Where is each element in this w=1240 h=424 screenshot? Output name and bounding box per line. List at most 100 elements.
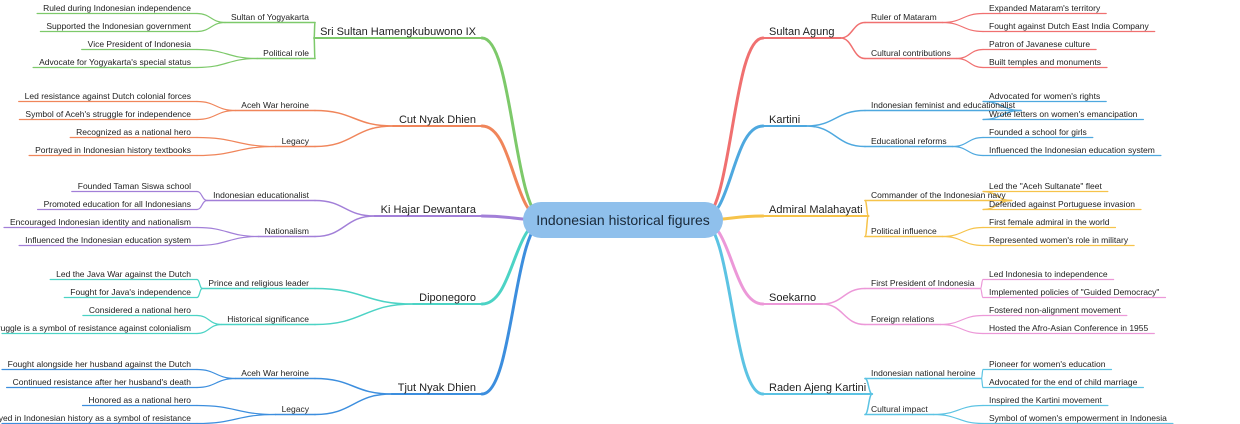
link-leaf-kartini-1-1	[952, 145, 984, 157]
subbranch-kartini-educational-reforms[interactable]: Educational reforms	[871, 136, 947, 146]
branch-kartini[interactable]: Kartini	[769, 114, 800, 126]
branch-ki-hajar-dewantara[interactable]: Ki Hajar Dewantara	[381, 204, 477, 216]
link-sultan-agung-ruler-of-mataram	[839, 21, 866, 39]
leaf-sultan-agung-0-0[interactable]: Expanded Mataram's territory	[989, 3, 1101, 13]
subbranch-raden-ajeng-kartini-indonesian-national-heroine[interactable]: Indonesian national heroine	[871, 368, 976, 378]
leaf-admiral-malahayati-1-1[interactable]: Represented women's role in military	[989, 235, 1129, 245]
leaf-sri-sultan-hamengkubuwono-ix-1-0[interactable]: Vice President of Indonesia	[88, 39, 192, 49]
leaf-cut-nyak-dhien-0-0[interactable]: Led resistance against Dutch colonial fo…	[25, 91, 191, 101]
leaf-raden-ajeng-kartini-0-1[interactable]: Advocated for the end of child marriage	[989, 377, 1138, 387]
leaf-soekarno-0-0[interactable]: Led Indonesia to independence	[989, 269, 1108, 279]
subbranch-ki-hajar-dewantara-nationalism[interactable]: Nationalism	[265, 226, 309, 236]
subbranch-admiral-malahayati-commander-of-the-indonesian-navy[interactable]: Commander of the Indonesian navy	[871, 190, 1006, 200]
leaf-soekarno-1-0[interactable]: Fostered non-alignment movement	[989, 305, 1121, 315]
link-tjut-nyak-dhien-legacy	[314, 393, 393, 416]
leaf-diponegoro-0-0[interactable]: Led the Java War against the Dutch	[56, 269, 191, 279]
leaf-sri-sultan-hamengkubuwono-ix-1-1[interactable]: Advocate for Yogyakarta's special status	[39, 57, 191, 67]
leaf-sultan-agung-1-1[interactable]: Built temples and monuments	[989, 57, 1101, 67]
link-tjut-nyak-dhien-aceh-war-heroine	[314, 377, 393, 395]
leaf-admiral-malahayati-0-1[interactable]: Defended against Portuguese invasion	[989, 199, 1135, 209]
leaf-raden-ajeng-kartini-0-0[interactable]: Pioneer for women's education	[989, 359, 1106, 369]
leaf-soekarno-0-1[interactable]: Implemented policies of "Guided Democrac…	[989, 287, 1159, 297]
branch-soekarno[interactable]: Soekarno	[769, 292, 816, 304]
link-leaf-cut-nyak-dhien-1-0	[196, 136, 277, 148]
subbranch-admiral-malahayati-political-influence[interactable]: Political influence	[871, 226, 937, 236]
leaf-sultan-agung-0-1[interactable]: Fought against Dutch East India Company	[989, 21, 1149, 31]
leaf-kartini-1-1[interactable]: Influenced the Indonesian education syst…	[989, 145, 1155, 155]
subbranch-sultan-agung-cultural-contributions[interactable]: Cultural contributions	[871, 48, 951, 58]
leaf-tjut-nyak-dhien-0-0[interactable]: Fought alongside her husband against the…	[8, 359, 192, 369]
subbranch-cut-nyak-dhien-legacy[interactable]: Legacy	[282, 136, 310, 146]
leaf-tjut-nyak-dhien-1-1[interactable]: Portrayed in Indonesian history as a sym…	[0, 413, 191, 423]
leaf-ki-hajar-dewantara-1-1[interactable]: Influenced the Indonesian education syst…	[25, 235, 191, 245]
leaf-cut-nyak-dhien-1-1[interactable]: Portrayed in Indonesian history textbook…	[35, 145, 191, 155]
leaf-sultan-agung-1-0[interactable]: Patron of Javanese culture	[989, 39, 1090, 49]
leaf-sri-sultan-hamengkubuwono-ix-0-1[interactable]: Supported the Indonesian government	[46, 21, 191, 31]
leaf-ki-hajar-dewantara-0-1[interactable]: Promoted education for all Indonesians	[44, 199, 191, 209]
link-leaf-diponegoro-1-0	[196, 314, 222, 326]
subbranch-soekarno-first-president-of-indonesia[interactable]: First President of Indonesia	[871, 278, 975, 288]
leaf-soekarno-1-1[interactable]: Hosted the Afro-Asian Conference in 1955	[989, 323, 1149, 333]
root-node-box[interactable]	[523, 202, 723, 238]
branch-tjut-nyak-dhien[interactable]: Tjut Nyak Dhien	[398, 382, 476, 394]
leaf-diponegoro-0-1[interactable]: Fought for Java's independence	[70, 287, 191, 297]
leaf-admiral-malahayati-0-0[interactable]: Led the "Aceh Sultanate" fleet	[989, 181, 1102, 191]
root-node[interactable]: Indonesian historical figures	[523, 202, 723, 238]
subbranch-soekarno-foreign-relations[interactable]: Foreign relations	[871, 314, 934, 324]
link-leaf-sri-sultan-hamengkubuwono-ix-0-1	[196, 21, 226, 33]
branch-sri-sultan-hamengkubuwono-ix[interactable]: Sri Sultan Hamengkubuwono IX	[320, 26, 477, 38]
leaf-raden-ajeng-kartini-1-0[interactable]: Inspired the Kartini movement	[989, 395, 1103, 405]
leaf-sri-sultan-hamengkubuwono-ix-0-0[interactable]: Ruled during Indonesian independence	[43, 3, 191, 13]
link-admiral-malahayati-political-influence	[864, 215, 870, 238]
subbranch-tjut-nyak-dhien-legacy[interactable]: Legacy	[282, 404, 310, 414]
link-diponegoro-prince-and-religious-leader	[314, 287, 414, 305]
link-leaf-admiral-malahayati-1-1	[942, 235, 984, 247]
root-node-label: Indonesian historical figures	[536, 212, 710, 228]
link-leaf-sultan-agung-1-0	[956, 48, 984, 60]
subbranch-sri-sultan-hamengkubuwono-ix-political-role[interactable]: Political role	[263, 48, 309, 58]
link-soekarno-first-president-of-indonesia	[821, 287, 866, 305]
link-leaf-ki-hajar-dewantara-0-0	[196, 190, 208, 202]
leaf-cut-nyak-dhien-1-0[interactable]: Recognized as a national hero	[76, 127, 191, 137]
leaf-ki-hajar-dewantara-0-0[interactable]: Founded Taman Siswa school	[78, 181, 191, 191]
branch-admiral-malahayati[interactable]: Admiral Malahayati	[769, 204, 863, 216]
link-leaf-diponegoro-1-1	[196, 323, 222, 335]
link-leaf-ki-hajar-dewantara-0-1	[196, 199, 208, 211]
leaf-diponegoro-1-1[interactable]: His struggle is a symbol of resistance a…	[0, 323, 191, 333]
subbranch-raden-ajeng-kartini-cultural-impact[interactable]: Cultural impact	[871, 404, 928, 414]
leaf-admiral-malahayati-1-0[interactable]: First female admiral in the world	[989, 217, 1110, 227]
subbranch-ki-hajar-dewantara-indonesian-educationalist[interactable]: Indonesian educationalist	[213, 190, 310, 200]
branch-cut-nyak-dhien[interactable]: Cut Nyak Dhien	[399, 114, 476, 126]
leaf-kartini-0-0[interactable]: Advocated for women's rights	[989, 91, 1100, 101]
leaf-ki-hajar-dewantara-1-0[interactable]: Encouraged Indonesian identity and natio…	[10, 217, 191, 227]
link-leaf-raden-ajeng-kartini-1-1	[933, 413, 984, 424]
leaf-raden-ajeng-kartini-1-1[interactable]: Symbol of women's empowerment in Indones…	[989, 413, 1167, 423]
link-sultan-agung-cultural-contributions	[839, 37, 866, 60]
leaf-diponegoro-1-0[interactable]: Considered a national hero	[89, 305, 191, 315]
subbranch-tjut-nyak-dhien-aceh-war-heroine[interactable]: Aceh War heroine	[241, 368, 309, 378]
link-leaf-ki-hajar-dewantara-1-1	[196, 235, 260, 247]
subbranch-diponegoro-prince-and-religious-leader[interactable]: Prince and religious leader	[208, 278, 309, 288]
branch-diponegoro[interactable]: Diponegoro	[419, 292, 476, 304]
leaf-kartini-1-0[interactable]: Founded a school for girls	[989, 127, 1087, 137]
link-sri-sultan-hamengkubuwono-ix-sultan-of-yogyakarta	[313, 21, 316, 39]
link-cut-nyak-dhien-legacy	[314, 125, 394, 148]
link-leaf-ki-hajar-dewantara-1-0	[196, 226, 260, 238]
link-leaf-sri-sultan-hamengkubuwono-ix-1-0	[196, 48, 258, 60]
branch-raden-ajeng-kartini[interactable]: Raden Ajeng Kartini	[769, 382, 866, 394]
branch-sultan-agung[interactable]: Sultan Agung	[769, 26, 834, 38]
link-leaf-tjut-nyak-dhien-1-0	[196, 404, 277, 416]
subbranch-diponegoro-historical-significance[interactable]: Historical significance	[227, 314, 309, 324]
subbranch-kartini-indonesian-feminist-and-educationalist[interactable]: Indonesian feminist and educationalist	[871, 100, 1016, 110]
subbranch-sri-sultan-hamengkubuwono-ix-sultan-of-yogyakarta[interactable]: Sultan of Yogyakarta	[231, 12, 309, 22]
link-soekarno-foreign-relations	[821, 303, 866, 326]
link-root-raden-ajeng-kartini	[699, 218, 765, 396]
leaf-tjut-nyak-dhien-0-1[interactable]: Continued resistance after her husband's…	[13, 377, 192, 387]
leaf-tjut-nyak-dhien-1-0[interactable]: Honored as a national hero	[88, 395, 191, 405]
leaf-cut-nyak-dhien-0-1[interactable]: Symbol of Aceh's struggle for independen…	[25, 109, 191, 119]
subbranch-cut-nyak-dhien-aceh-war-heroine[interactable]: Aceh War heroine	[241, 100, 309, 110]
link-kartini-educational-reforms	[805, 125, 866, 148]
leaf-kartini-0-1[interactable]: Wrote letters on women's emancipation	[989, 109, 1138, 119]
link-admiral-malahayati-commander-of-the-indonesian-navy	[864, 199, 870, 217]
subbranch-sultan-agung-ruler-of-mataram[interactable]: Ruler of Mataram	[871, 12, 937, 22]
